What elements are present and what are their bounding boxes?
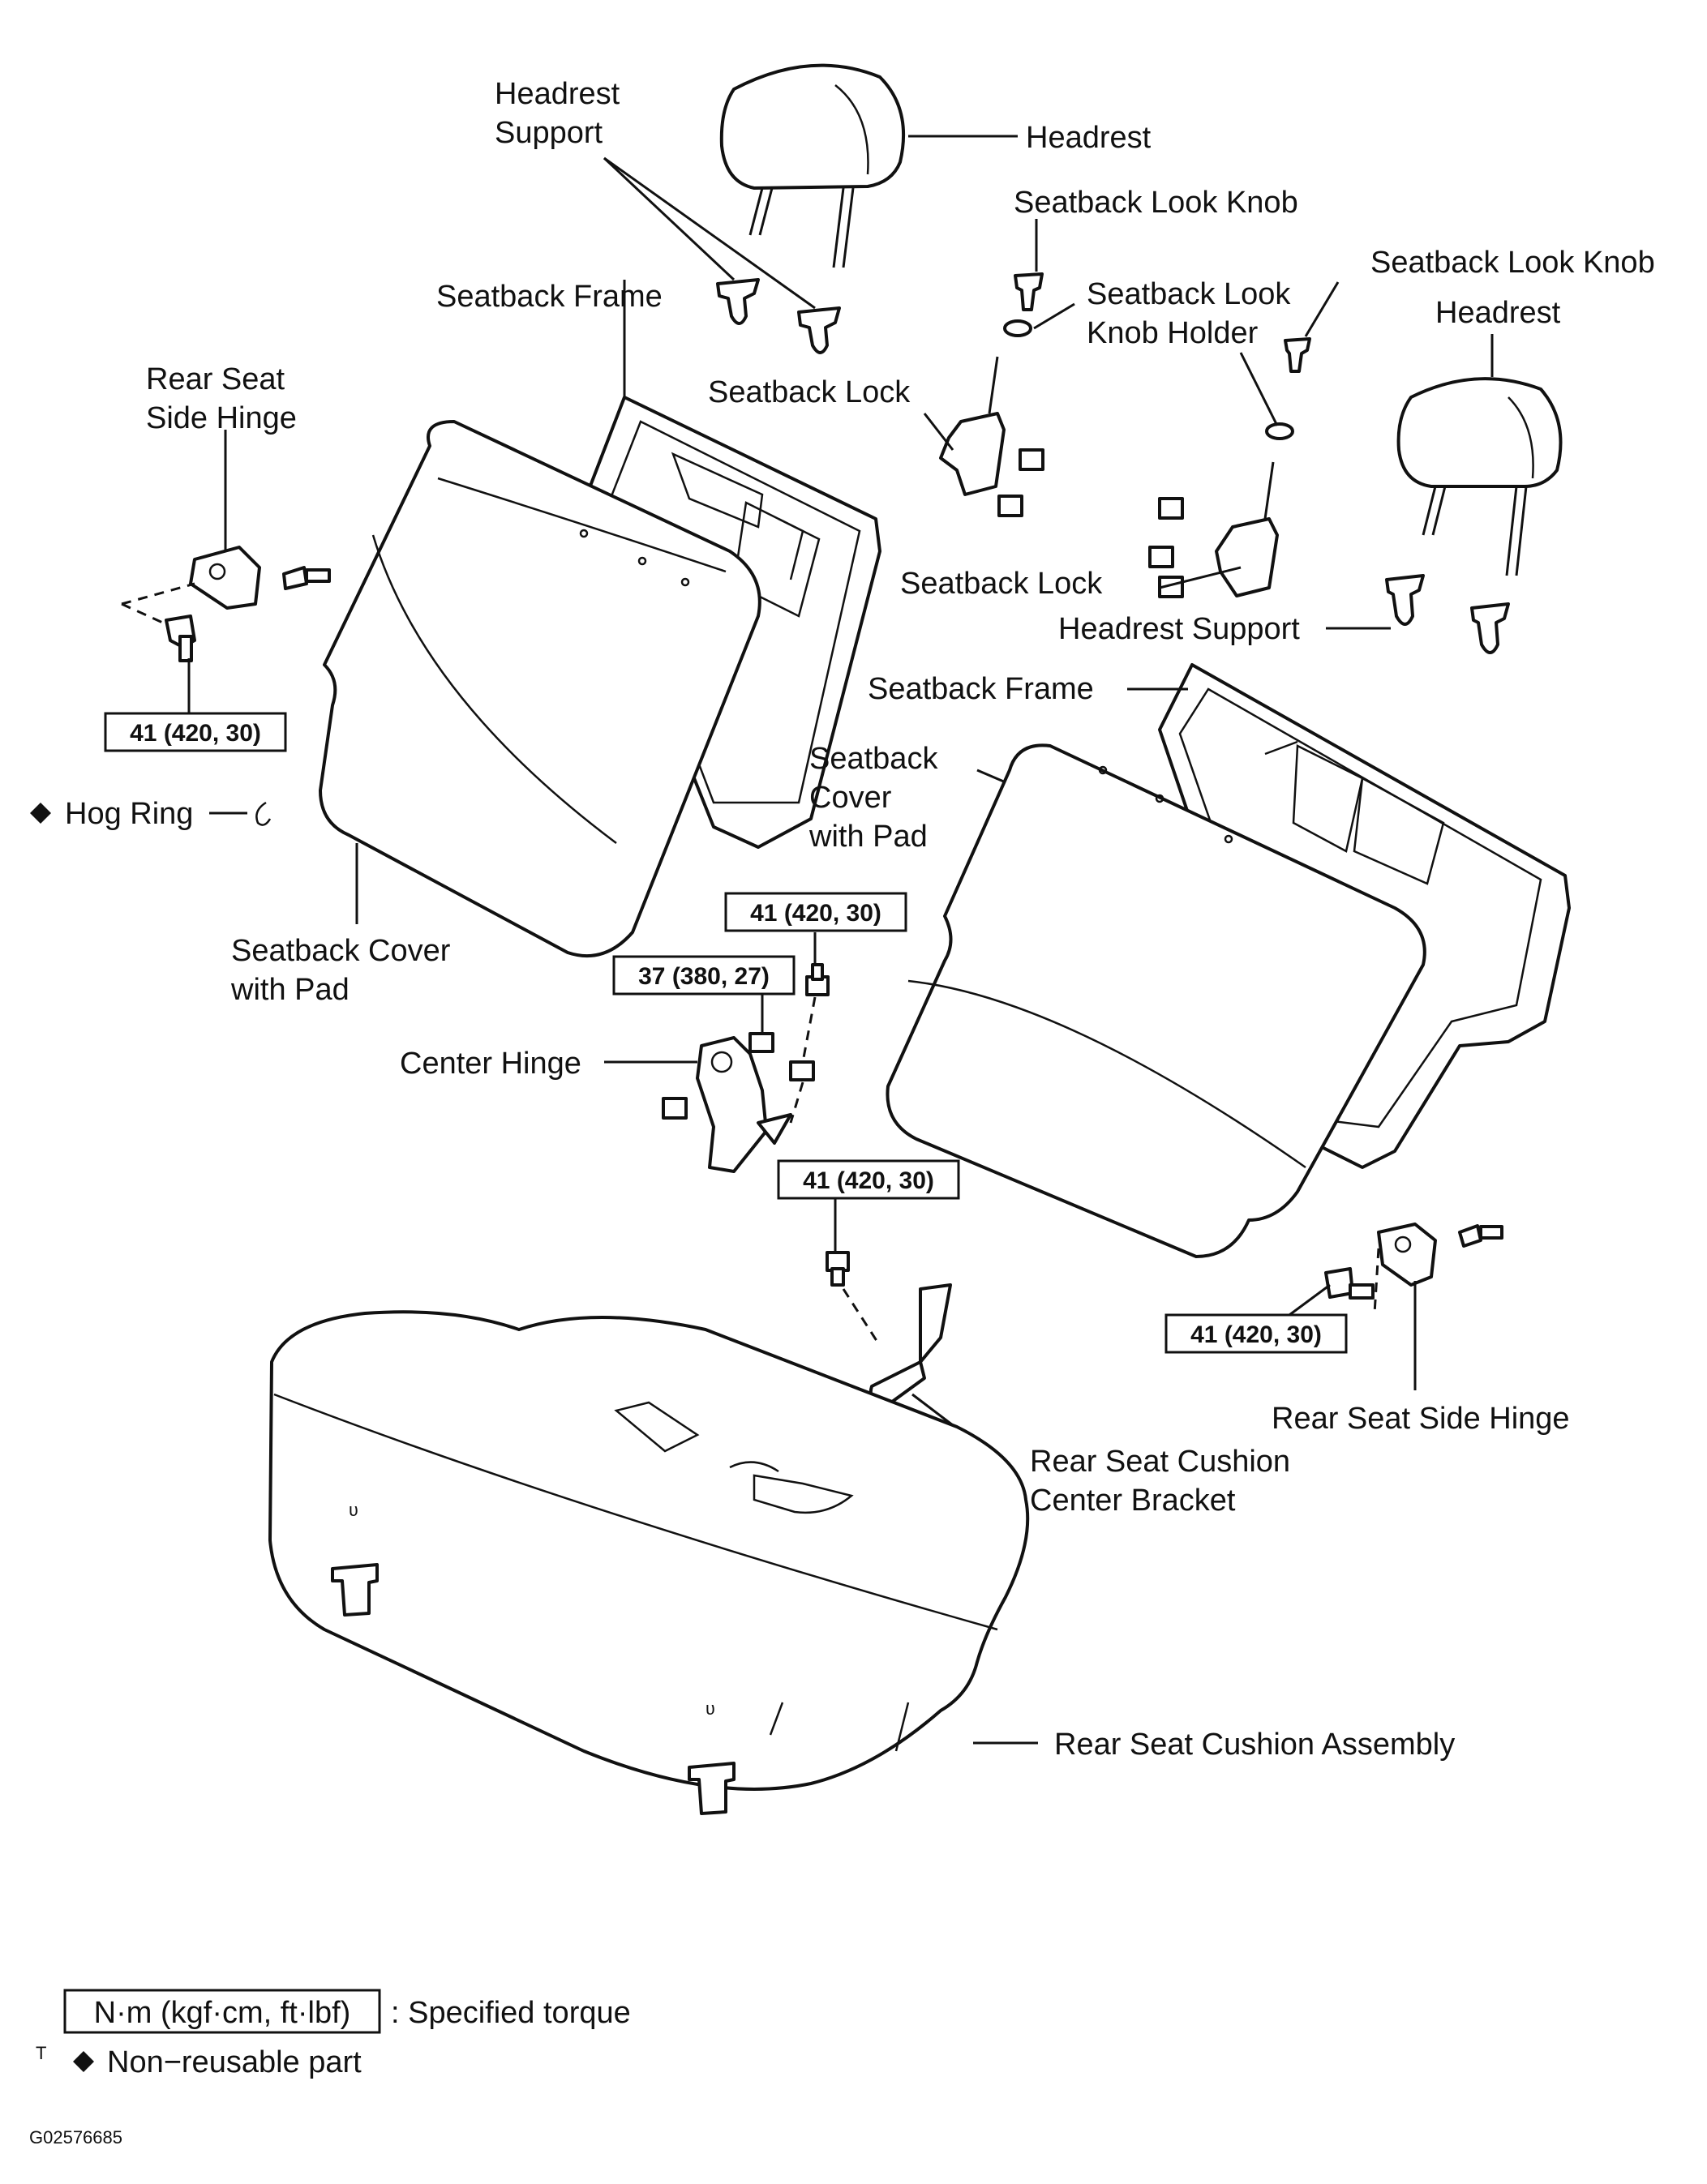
label-seatback-lock-right: Seatback Lock <box>900 567 1103 601</box>
label-seatback-frame-right: Seatback Frame <box>868 672 1094 706</box>
legend: N·m (kgf·cm, ft·lbf) : Specified torque … <box>36 1989 631 2079</box>
headrest-support-left-parts <box>716 278 841 354</box>
torque-value: 41 (420, 30) <box>750 900 881 927</box>
rear-seat-side-hinge-left-part <box>165 546 331 662</box>
headrest-right-part <box>1396 377 1563 576</box>
label-knob-holder-2: Knob Holder <box>1087 316 1259 350</box>
label-seatback-cover-left-1: Seatback Cover <box>231 934 451 968</box>
label-side-hinge-right: Rear Seat Side Hinge <box>1272 1402 1570 1436</box>
hog-ring-part <box>209 801 272 826</box>
torque-value: 41 (420, 30) <box>130 720 261 747</box>
non-reusable-diamond-icon <box>30 803 51 824</box>
label-headrest-top: Headrest <box>1026 121 1152 155</box>
non-reusable-diamond-icon <box>73 2051 94 2072</box>
torque-value: 41 (420, 30) <box>803 1167 934 1194</box>
rear-seat-side-hinge-right-part <box>1324 1223 1503 1300</box>
label-seatback-cover-left-2: with Pad <box>230 973 350 1007</box>
torque-value: 41 (420, 30) <box>1190 1321 1322 1348</box>
torque-value: 37 (380, 27) <box>638 963 770 990</box>
label-cushion-bracket-1: Rear Seat Cushion <box>1030 1445 1290 1479</box>
label-side-hinge-left-1: Rear Seat <box>146 362 285 396</box>
label-cushion-bracket-2: Center Bracket <box>1030 1484 1236 1518</box>
headrest-left-part <box>719 63 906 268</box>
label-headrest-support-right: Headrest Support <box>1058 612 1300 646</box>
label-headrest-support-2: Support <box>495 116 603 150</box>
torque-box-t1: 41 (420, 30) <box>104 712 287 752</box>
legend-nonreusable: Non−reusable part <box>107 2045 362 2079</box>
rear-seat-cushion-part: ʋ ʋ <box>268 1310 1030 1791</box>
label-knob-holder-1: Seatback Look <box>1087 277 1291 311</box>
label-seatback-frame-left: Seatback Frame <box>436 280 663 314</box>
label-seatback-cover-right-2: Cover <box>809 781 892 815</box>
cushion-clips <box>331 1563 736 1815</box>
torque-box-t3: 37 (380, 27) <box>612 955 796 996</box>
label-headrest-right: Headrest <box>1435 296 1561 330</box>
legend-marker: T <box>36 2043 46 2063</box>
callout-labels: Headrest Support Headrest Seatback Look … <box>65 77 1655 1762</box>
svg-text:ʋ: ʋ <box>349 1500 358 1520</box>
diagram-code: G02576685 <box>29 2127 122 2148</box>
label-headrest-support-1: Headrest <box>495 77 620 111</box>
center-hinge-part <box>662 963 830 1173</box>
legend-torque-desc: : Specified torque <box>391 1996 631 2030</box>
label-side-hinge-left-2: Side Hinge <box>146 401 297 435</box>
label-hog-ring: Hog Ring <box>65 797 193 831</box>
svg-text:ʋ: ʋ <box>706 1698 715 1719</box>
label-center-hinge: Center Hinge <box>400 1047 581 1081</box>
torque-box-t2: 41 (420, 30) <box>724 892 907 932</box>
legend-torque-unit: N·m (kgf·cm, ft·lbf) <box>94 1996 351 2030</box>
seatback-lock-left-parts <box>939 272 1044 517</box>
seatback-cover-right-part <box>886 743 1426 1258</box>
torque-box-t4: 41 (420, 30) <box>777 1159 960 1200</box>
label-seatback-lock-knob-right: Seatback Look Knob <box>1370 246 1655 280</box>
headrest-support-right-parts <box>1385 574 1510 654</box>
label-cushion-assembly: Rear Seat Cushion Assembly <box>1054 1728 1455 1762</box>
label-seatback-lock-left: Seatback Lock <box>708 375 911 409</box>
label-seatback-cover-right-1: Seatback <box>809 742 938 776</box>
torque-box-t5: 41 (420, 30) <box>1164 1313 1348 1354</box>
seatback-cover-left-part <box>319 420 761 958</box>
seatback-lock-right-parts <box>1148 337 1311 598</box>
label-seatback-lock-knob-left: Seatback Look Knob <box>1014 186 1298 220</box>
label-seatback-cover-right-3: with Pad <box>808 820 928 854</box>
